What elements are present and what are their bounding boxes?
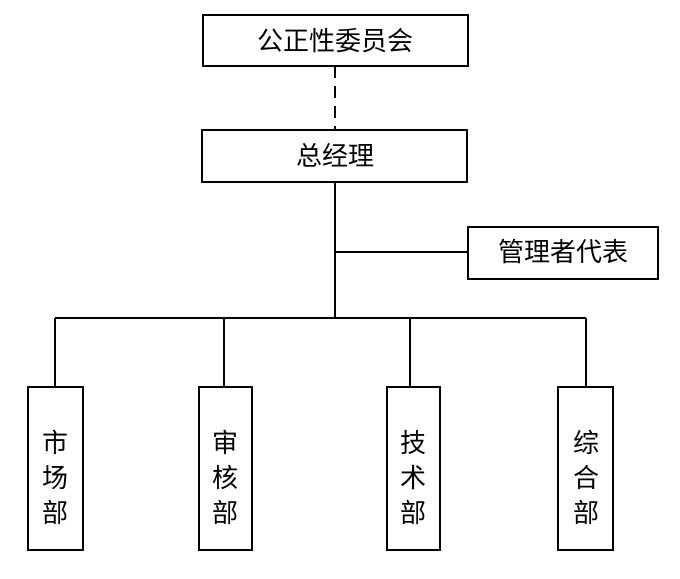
dept-general-char-3: 部 bbox=[573, 499, 599, 529]
management-rep-node: 管理者代表 bbox=[467, 226, 659, 280]
dept-general-char-2: 合 bbox=[573, 464, 599, 494]
dept-audit-char-3: 部 bbox=[212, 499, 238, 529]
dept-tech-node: 技 术 部 bbox=[386, 386, 441, 551]
dept-audit-node: 审 核 部 bbox=[198, 386, 253, 551]
dept-market-node: 市 场 部 bbox=[27, 386, 84, 551]
committee-node: 公正性委员会 bbox=[202, 14, 469, 67]
dept-tech-char-2: 术 bbox=[400, 464, 426, 494]
dept-market-char-3: 部 bbox=[42, 499, 68, 529]
committee-label: 公正性委员会 bbox=[257, 27, 413, 57]
dept-audit-char-1: 审 bbox=[212, 429, 238, 459]
dept-market-char-2: 场 bbox=[42, 464, 68, 494]
dept-market-char-1: 市 bbox=[42, 429, 68, 459]
dept-general-node: 综 合 部 bbox=[557, 386, 614, 551]
general-manager-node: 总经理 bbox=[201, 129, 468, 183]
management-rep-label: 管理者代表 bbox=[498, 238, 628, 268]
general-manager-label: 总经理 bbox=[296, 142, 374, 172]
dept-tech-char-3: 部 bbox=[400, 499, 426, 529]
dept-tech-char-1: 技 bbox=[400, 429, 426, 459]
dept-audit-char-2: 核 bbox=[212, 464, 238, 494]
dept-general-char-1: 综 bbox=[573, 429, 599, 459]
